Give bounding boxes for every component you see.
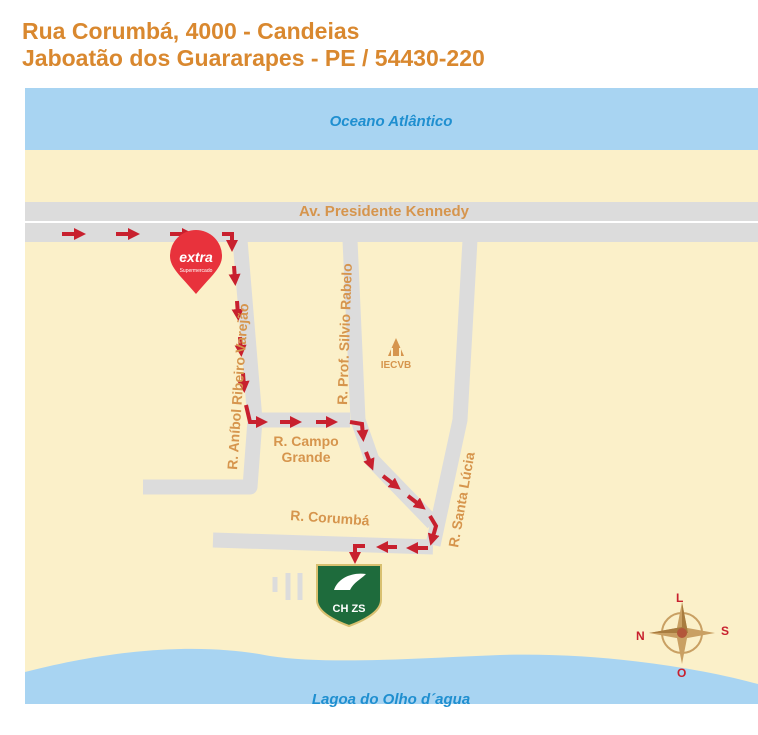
anibol-road <box>143 239 263 495</box>
address-line-2: Jaboatão dos Guararapes - PE / 54430-220 <box>22 45 485 71</box>
lagoon-label: Lagoa do Olho d´agua <box>312 691 470 708</box>
ocean-area <box>25 88 758 150</box>
extra-pin-icon: extra Supermercado <box>170 230 222 294</box>
extra-logo-subtext: Supermercado <box>180 268 213 274</box>
chzs-label: CH ZS <box>333 603 366 615</box>
silvio-label: R. Prof. Silvio Rabelo <box>334 263 355 405</box>
extra-logo-text: extra <box>179 249 213 265</box>
address-line-1: Rua Corumbá, 4000 - Candeias <box>22 18 360 44</box>
iecvb-label: IECVB <box>381 360 412 371</box>
corumba-label: R. Corumbá <box>290 507 370 529</box>
compass-north: N <box>636 629 645 643</box>
chzs-shield-icon: CH ZS <box>316 564 382 628</box>
corumba-road <box>212 532 434 555</box>
address-header: Rua Corumbá, 4000 - Candeias Jaboatão do… <box>22 18 485 72</box>
campo-grande-label-2: Grande <box>281 449 330 465</box>
church-icon <box>388 338 404 356</box>
campo-grande-label-1: R. Campo <box>273 433 338 449</box>
horse-icon <box>334 573 366 590</box>
lagoon-area <box>25 648 758 704</box>
ocean-label: Oceano Atlântico <box>330 113 453 130</box>
compass-south: S <box>721 624 729 638</box>
compass-east: L <box>676 591 683 605</box>
compass-west: O <box>677 666 686 680</box>
santa-lucia-road <box>425 239 478 547</box>
land-area <box>25 88 758 704</box>
avenue-label: Av. Presidente Kennedy <box>299 203 470 220</box>
compass-rose-icon: N S L O <box>636 591 729 680</box>
